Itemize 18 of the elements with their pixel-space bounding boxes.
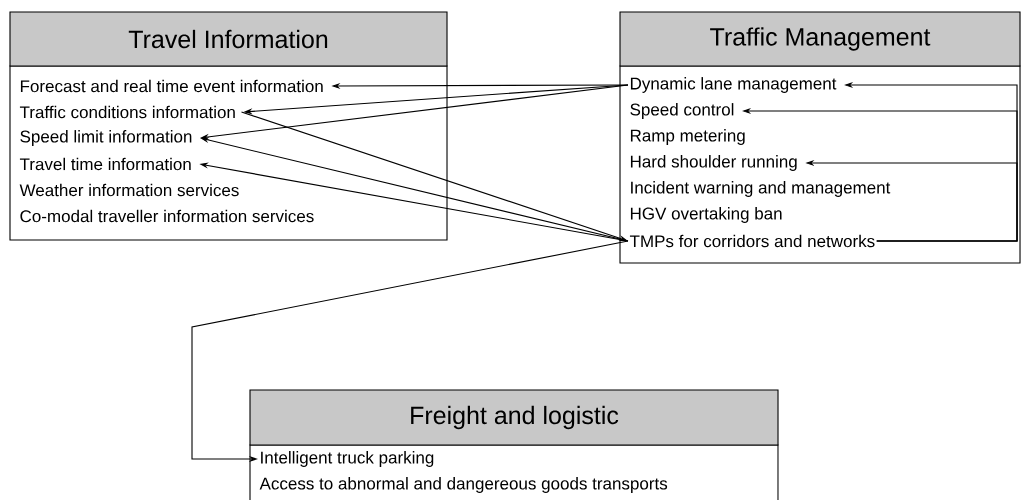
list-item: Co-modal traveller information services — [20, 209, 314, 223]
list-item: Access to abnormal and dangereous goods transports — [259, 477, 668, 493]
node-label: Freight and logistic — [411, 405, 619, 430]
list-item: TMPs for corridors and networks — [629, 234, 875, 248]
list-item: Travel time information — [19, 157, 191, 171]
list-item: Dynamic lane management — [630, 77, 837, 93]
list-item: Speed limit information — [20, 130, 192, 146]
list-item: Weather information services — [19, 183, 239, 197]
list-item: Ramp metering — [630, 129, 745, 145]
list-item: Intelligent truck parking — [261, 451, 434, 467]
list-item: Traffic conditions information — [19, 105, 235, 119]
node-label: Travel Information — [128, 29, 328, 49]
node-label: Traffic Management — [710, 27, 931, 51]
list-item: HGV overtaking ban — [630, 207, 782, 223]
list-item: Forecast and real time event information — [20, 79, 323, 93]
list-item: Incident warning and management — [631, 181, 891, 197]
list-item: Speed control — [630, 103, 734, 119]
list-item: Hard shoulder running — [630, 155, 797, 171]
